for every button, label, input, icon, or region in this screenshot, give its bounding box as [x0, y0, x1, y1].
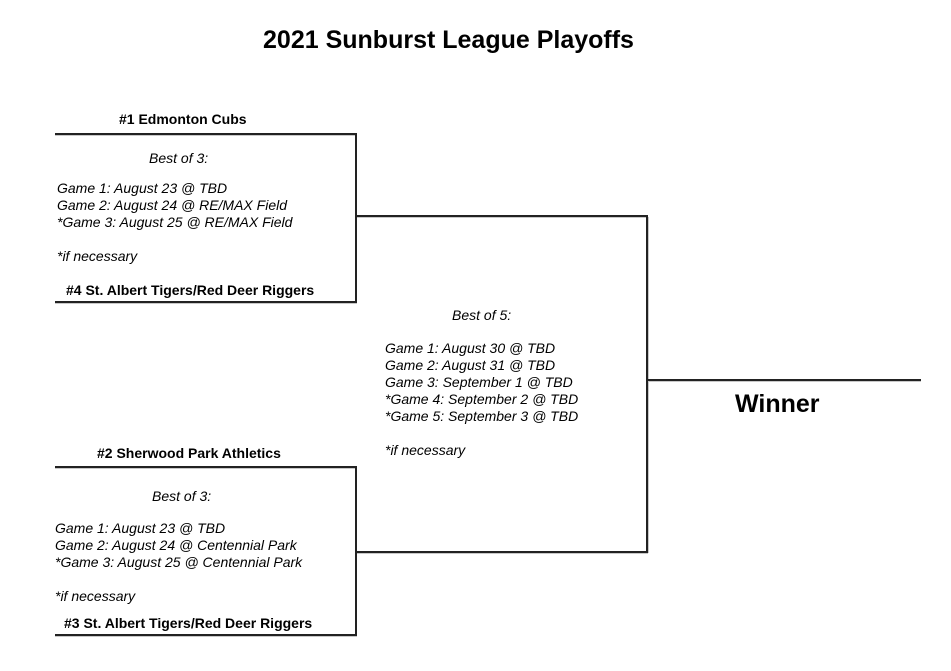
winner-line	[648, 379, 921, 381]
semifinal-2-top-line	[55, 466, 357, 468]
semifinal-2-note: *if necessary	[55, 588, 136, 604]
bracket-shadow	[648, 217, 649, 553]
final-bottom-line	[357, 551, 648, 553]
semifinal-2-bottom-line	[55, 634, 357, 636]
semifinal-1-game-1: Game 1: August 23 @ TBD	[57, 180, 228, 196]
final-game-1: Game 1: August 30 @ TBD	[385, 340, 556, 356]
semifinal-1-bottom-team: #4 St. Albert Tigers/Red Deer Riggers	[66, 282, 315, 298]
final-game-2: Game 2: August 31 @ TBD	[385, 357, 556, 373]
semifinal-1-top-team: #1 Edmonton Cubs	[119, 111, 247, 127]
semifinal-2-bottom-team: #3 St. Albert Tigers/Red Deer Riggers	[64, 615, 313, 631]
bracket-shadow	[55, 468, 357, 469]
bracket-shadow	[55, 303, 357, 304]
bracket-shadow	[648, 381, 921, 382]
winner-label: Winner	[735, 390, 820, 418]
page-title: 2021 Sunburst League Playoffs	[263, 26, 634, 54]
final-top-line	[357, 215, 648, 217]
semifinal-2-game-1: Game 1: August 23 @ TBD	[55, 520, 226, 536]
semifinal-1-top-line	[55, 133, 357, 135]
semifinal-1-game-3: *Game 3: August 25 @ RE/MAX Field	[57, 214, 293, 230]
semifinal-2-game-2: Game 2: August 24 @ Centennial Park	[55, 537, 297, 553]
semifinal-1-connector	[355, 133, 357, 303]
final-format: Best of 5:	[452, 307, 512, 323]
semifinal-2-connector	[355, 466, 357, 636]
bracket-shadow	[55, 135, 357, 136]
final-connector	[646, 215, 648, 553]
final-game-5: *Game 5: September 3 @ TBD	[385, 408, 579, 424]
semifinal-1-game-2: Game 2: August 24 @ RE/MAX Field	[57, 197, 288, 213]
semifinal-2-game-3: *Game 3: August 25 @ Centennial Park	[55, 554, 303, 570]
final-game-3: Game 3: September 1 @ TBD	[385, 374, 573, 390]
semifinal-1-format: Best of 3:	[149, 150, 209, 166]
bracket-shadow	[357, 553, 648, 554]
bracket-shadow	[55, 636, 357, 637]
bracket-shadow	[357, 217, 648, 218]
final-note: *if necessary	[385, 442, 466, 458]
semifinal-2-top-team: #2 Sherwood Park Athletics	[97, 445, 281, 461]
final-game-4: *Game 4: September 2 @ TBD	[385, 391, 579, 407]
semifinal-2-format: Best of 3:	[152, 488, 212, 504]
semifinal-1-bottom-line	[55, 301, 357, 303]
semifinal-1-note: *if necessary	[57, 248, 138, 264]
